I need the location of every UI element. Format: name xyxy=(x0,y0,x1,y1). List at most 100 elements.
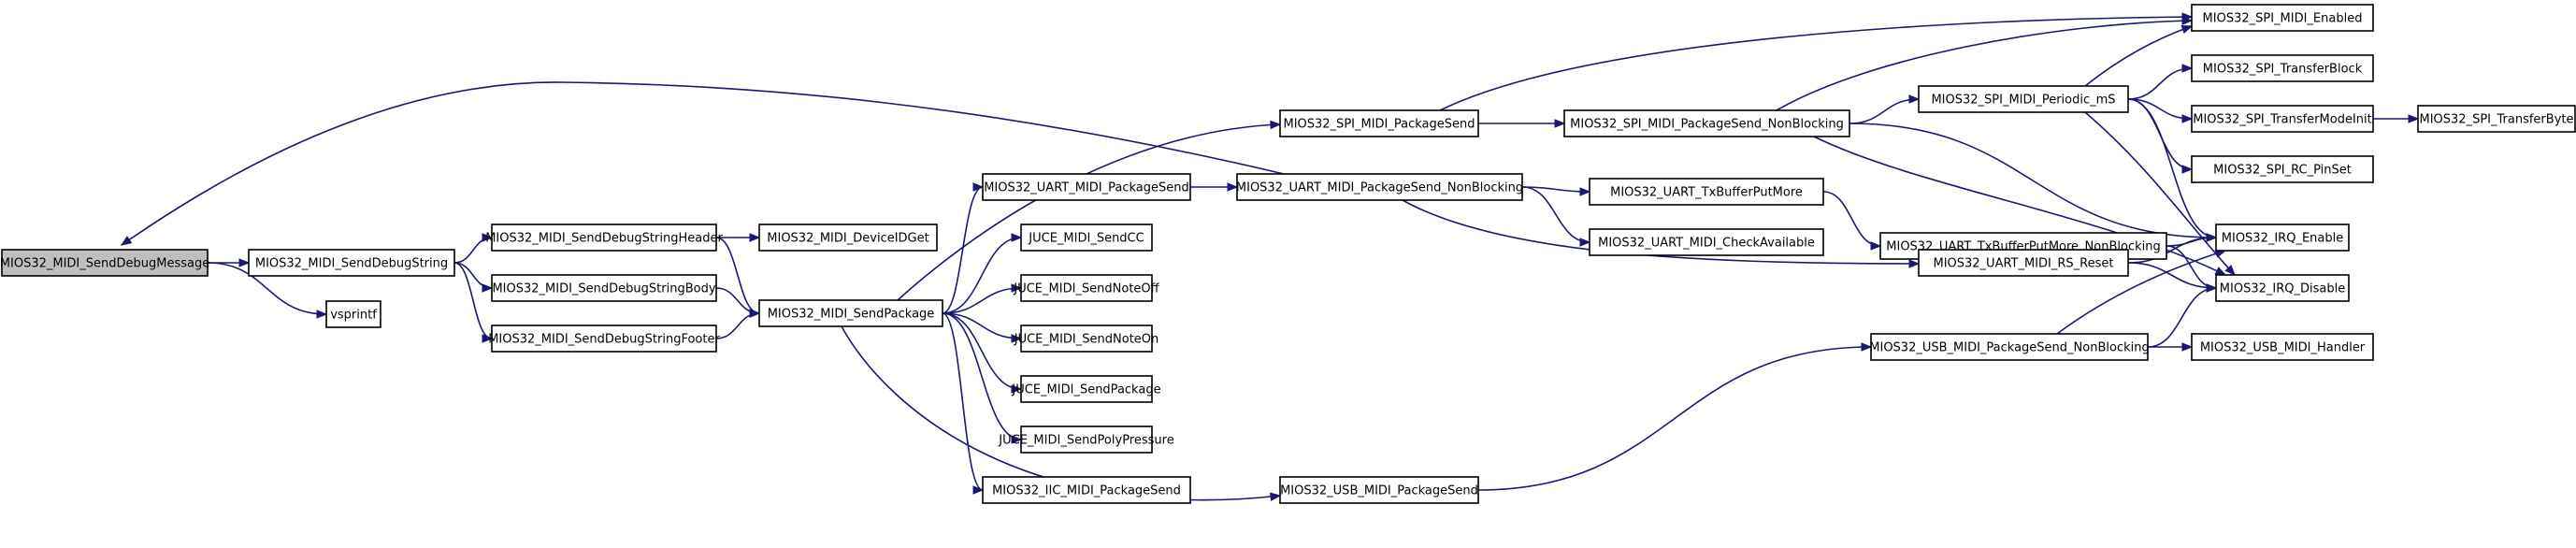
node-mios32-midi-senddebugstring[interactable]: MIOS32_MIDI_SendDebugString xyxy=(248,249,455,277)
node-box xyxy=(1279,476,1479,504)
node-juce-midi-sendpolypressure[interactable]: JUCE_MIDI_SendPolyPressure xyxy=(998,425,1174,454)
edge-arrowhead xyxy=(1554,119,1566,128)
edge-n16-n0 xyxy=(120,81,1285,246)
node-juce-midi-sendpackage[interactable]: JUCE_MIDI_SendPackage xyxy=(1011,375,1161,403)
node-mios32-iic-midi-packagesend[interactable]: MIOS32_IIC_MIDI_PackageSend xyxy=(982,476,1191,504)
edge-n27-n32 xyxy=(2373,114,2420,123)
node-vsprintf[interactable]: vsprintf xyxy=(325,300,381,328)
node-label: MIOS32_UART_MIDI_PackageSend_NonBlocking xyxy=(1236,181,1523,195)
edge-arrowhead xyxy=(1908,94,1921,104)
edge-arrowhead xyxy=(2181,342,2194,352)
node-box xyxy=(2417,105,2576,133)
node-mios32-irq-enable[interactable]: MIOS32_IRQ_Enable xyxy=(2215,224,2350,252)
edge-arrowhead xyxy=(2181,16,2194,25)
node-mios32-uart-midi-rs-reset[interactable]: MIOS32_UART_MIDI_RS_Reset xyxy=(1918,249,2129,277)
edge-arrowhead xyxy=(972,182,985,192)
node-mios32-spi-midi-packagesend[interactable]: MIOS32_SPI_MIDI_PackageSend xyxy=(1279,109,1479,137)
node-mios32-uart-midi-checkavailable[interactable]: MIOS32_UART_MIDI_CheckAvailable xyxy=(1589,228,1824,256)
node-mios32-usb-midi-packagesend-nonblocking[interactable]: MIOS32_USB_MIDI_PackageSend_NonBlocking xyxy=(1869,333,2150,361)
node-label: MIOS32_USB_MIDI_PackageSend_NonBlocking xyxy=(1869,341,2149,355)
edge-n7-n17 xyxy=(841,325,1282,501)
node-mios32-spi-transferbyte[interactable]: MIOS32_SPI_TransferByte xyxy=(2417,105,2576,133)
node-mios32-usb-midi-packagesend[interactable]: MIOS32_USB_MIDI_PackageSend xyxy=(1279,476,1479,504)
node-mios32-uart-midi-packagesend-nonblocking[interactable]: MIOS32_UART_MIDI_PackageSend_NonBlocking xyxy=(1236,173,1523,201)
node-box xyxy=(1279,109,1479,137)
node-mios32-midi-senddebugstringbody[interactable]: MIOS32_MIDI_SendDebugStringBody xyxy=(491,274,717,302)
edge-arrowhead xyxy=(316,310,328,319)
node-mios32-uart-midi-packagesend[interactable]: MIOS32_UART_MIDI_PackageSend xyxy=(982,173,1191,201)
edge-n23-n29 xyxy=(2127,233,2218,264)
node-box xyxy=(325,300,381,328)
edge-arrowhead xyxy=(1861,342,1873,352)
edge-arrowhead xyxy=(1011,384,1023,394)
node-mios32-spi-transferblock[interactable]: MIOS32_SPI_TransferBlock xyxy=(2191,54,2374,82)
node-mios32-spi-midi-packagesend-nonblocking[interactable]: MIOS32_SPI_MIDI_PackageSend_NonBlocking xyxy=(1563,109,1850,137)
edge-n24-n30 xyxy=(2147,283,2218,348)
node-juce-midi-sendnoteoff[interactable]: JUCE_MIDI_SendNoteOff xyxy=(1013,274,1160,302)
node-box xyxy=(491,274,717,302)
edge-arrowhead xyxy=(238,258,251,267)
node-mios32-midi-sendpackage[interactable]: MIOS32_MIDI_SendPackage xyxy=(758,299,943,327)
edge-n8-n16 xyxy=(1190,182,1239,192)
edge-arrowhead xyxy=(2180,25,2194,34)
node-juce-midi-sendnoteon[interactable]: JUCE_MIDI_SendNoteOn xyxy=(1014,324,1159,353)
edge-arrowhead xyxy=(2408,114,2420,123)
edge-n18-n25 xyxy=(1776,16,2194,111)
node-box xyxy=(491,224,717,252)
edges-layer xyxy=(120,12,2420,501)
node-label: MIOS32_IRQ_Disable xyxy=(2220,282,2345,296)
edge-n7-n14 xyxy=(942,312,985,495)
edge-arrowhead xyxy=(1908,259,1921,268)
node-mios32-spi-midi-periodic-ms[interactable]: MIOS32_SPI_MIDI_Periodic_mS xyxy=(1918,85,2129,113)
edge-n21-n25 xyxy=(2084,25,2194,87)
node-mios32-irq-disable[interactable]: MIOS32_IRQ_Disable xyxy=(2215,274,2350,302)
edge-n1-n5 xyxy=(453,262,494,343)
node-label: MIOS32_UART_MIDI_CheckAvailable xyxy=(1598,237,1815,251)
node-box xyxy=(1918,85,2129,113)
node-mios32-uart-txbufferputmore[interactable]: MIOS32_UART_TxBufferPutMore xyxy=(1589,178,1824,206)
edge-n3-n7 xyxy=(715,237,761,318)
node-mios32-midi-senddebugmessage[interactable]: MIOS32_MIDI_SendDebugMessage xyxy=(0,249,209,277)
node-box xyxy=(982,476,1191,504)
node-mios32-spi-transfermodeinit[interactable]: MIOS32_SPI_TransferModeInit xyxy=(2191,105,2374,133)
node-box xyxy=(1589,178,1824,206)
edge-n7-n8 xyxy=(942,182,985,314)
edge-n0-n2 xyxy=(207,262,328,319)
edge-n7-n13 xyxy=(942,312,1023,444)
node-mios32-spi-midi-enabled[interactable]: MIOS32_SPI_MIDI_Enabled xyxy=(2191,4,2374,32)
node-label: vsprintf xyxy=(330,309,377,323)
edge-arrowhead xyxy=(1270,120,1282,130)
edge-n18-n21 xyxy=(1849,94,1921,124)
edge-n23-n30 xyxy=(2127,262,2218,293)
edge-arrowhead xyxy=(2181,165,2194,174)
node-label: MIOS32_MIDI_SendDebugString xyxy=(255,257,448,271)
edge-n1-n3 xyxy=(453,233,494,264)
node-label: MIOS32_SPI_MIDI_Periodic_mS xyxy=(1931,94,2115,108)
node-box xyxy=(2191,105,2374,133)
node-label: JUCE_MIDI_SendCC xyxy=(1028,232,1144,246)
node-label: MIOS32_UART_TxBufferPutMore xyxy=(1610,186,1803,200)
edge-arrowhead xyxy=(482,283,494,293)
node-mios32-midi-senddebugstringfooter[interactable]: MIOS32_MIDI_SendDebugStringFooter xyxy=(488,324,720,353)
edge-n18-n29 xyxy=(1849,123,2218,242)
node-box xyxy=(1020,324,1153,353)
node-mios32-midi-deviceidget[interactable]: MIOS32_MIDI_DeviceIDGet xyxy=(758,224,938,252)
edge-n7-n12 xyxy=(942,312,1023,394)
node-mios32-midi-senddebugstringheader[interactable]: MIOS32_MIDI_SendDebugStringHeader xyxy=(485,224,723,252)
node-label: MIOS32_IRQ_Enable xyxy=(2222,232,2343,246)
edge-arrowhead xyxy=(1011,435,1023,444)
node-juce-midi-sendcc[interactable]: JUCE_MIDI_SendCC xyxy=(1020,224,1153,252)
edge-arrowhead xyxy=(1579,238,1591,247)
node-mios32-spi-rc-pinset[interactable]: MIOS32_SPI_RC_PinSet xyxy=(2191,155,2374,183)
node-label: MIOS32_UART_MIDI_RS_Reset xyxy=(1933,257,2113,271)
edge-n7-n10 xyxy=(942,283,1023,314)
edge-arrowhead xyxy=(2181,64,2194,73)
node-label: MIOS32_SPI_MIDI_PackageSend_NonBlocking xyxy=(1570,118,1844,132)
node-mios32-usb-midi-handler[interactable]: MIOS32_USB_MIDI_Handler xyxy=(2191,333,2374,361)
node-label: MIOS32_MIDI_DeviceIDGet xyxy=(767,232,928,246)
node-box xyxy=(1,249,209,277)
node-box xyxy=(1020,274,1153,302)
edge-arrowhead xyxy=(1227,182,1239,192)
node-label: MIOS32_USB_MIDI_PackageSend xyxy=(1280,484,1478,498)
node-box xyxy=(758,224,938,252)
